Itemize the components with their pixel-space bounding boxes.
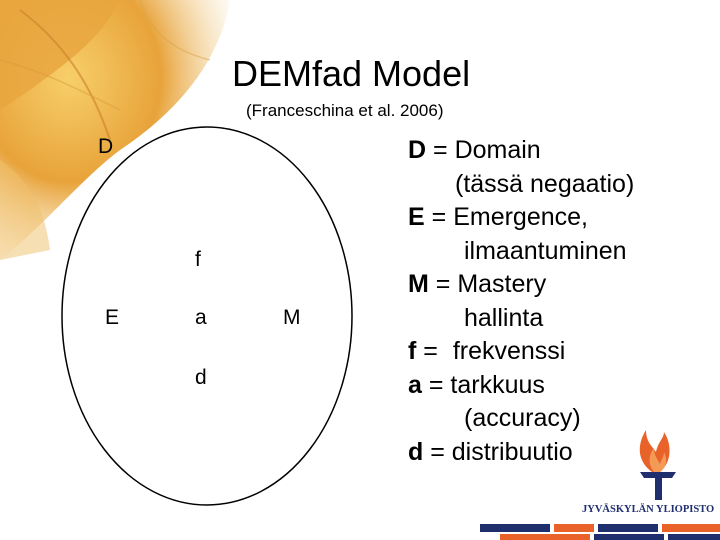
accuracy-label: a bbox=[195, 306, 207, 329]
legend-note: (tässä negaatio) bbox=[455, 169, 635, 198]
legend-note: ilmaantuminen bbox=[464, 236, 627, 265]
legend-sep: = bbox=[421, 370, 451, 399]
legend-text: tarkkuus bbox=[450, 370, 545, 399]
legend-note: hallinta bbox=[464, 303, 544, 332]
torch-flame-icon bbox=[639, 430, 676, 500]
mastery-label: M bbox=[283, 306, 301, 329]
distribution-label: d bbox=[195, 366, 207, 389]
legend-text: Emergence, bbox=[453, 203, 588, 231]
domain-ellipse bbox=[61, 126, 353, 506]
legend-key: a bbox=[408, 370, 422, 399]
legend-row-mastery: M = Mastery bbox=[408, 268, 634, 302]
legend-row-frequency: f = frekvenssi bbox=[408, 335, 634, 369]
legend-key: E bbox=[408, 203, 425, 231]
slide-title: DEMfad Model bbox=[232, 53, 471, 94]
university-name: JYVÄSKYLÄN YLIOPISTO bbox=[582, 502, 714, 515]
slide-subtitle: (Franceschina et al. 2006) bbox=[246, 101, 444, 120]
frequency-label: f bbox=[195, 248, 201, 271]
domain-label: D bbox=[98, 135, 114, 158]
legend-sep: = bbox=[424, 203, 454, 231]
legend-key: M bbox=[408, 270, 429, 298]
legend-text: Domain bbox=[454, 136, 541, 164]
legend-note: (accuracy) bbox=[464, 404, 581, 432]
legend-row-distribution: d = distribuutio bbox=[408, 436, 634, 470]
legend-sep: = bbox=[416, 337, 445, 365]
legend-sep: = bbox=[426, 136, 455, 164]
legend-text: frekvenssi bbox=[452, 337, 566, 365]
university-logo: JYVÄSKYLÄN YLIOPISTO bbox=[480, 430, 720, 540]
legend-key: D bbox=[408, 136, 427, 164]
legend: D = Domain (tässä negaatio) E = Emergenc… bbox=[408, 134, 634, 469]
legend-row-accuracy: a = tarkkuus bbox=[408, 369, 634, 403]
legend-row-domain: D = Domain bbox=[408, 134, 634, 168]
emergence-label: E bbox=[105, 306, 120, 329]
legend-key: f bbox=[408, 337, 417, 365]
legend-sep: = bbox=[428, 270, 458, 298]
legend-key: d bbox=[408, 437, 424, 466]
legend-text: Mastery bbox=[457, 270, 547, 298]
legend-row-emergence: E = Emergence, bbox=[408, 201, 634, 235]
logo-stripes bbox=[480, 524, 720, 540]
legend-sep: = bbox=[423, 437, 452, 466]
legend-text: distribuutio bbox=[451, 437, 573, 466]
